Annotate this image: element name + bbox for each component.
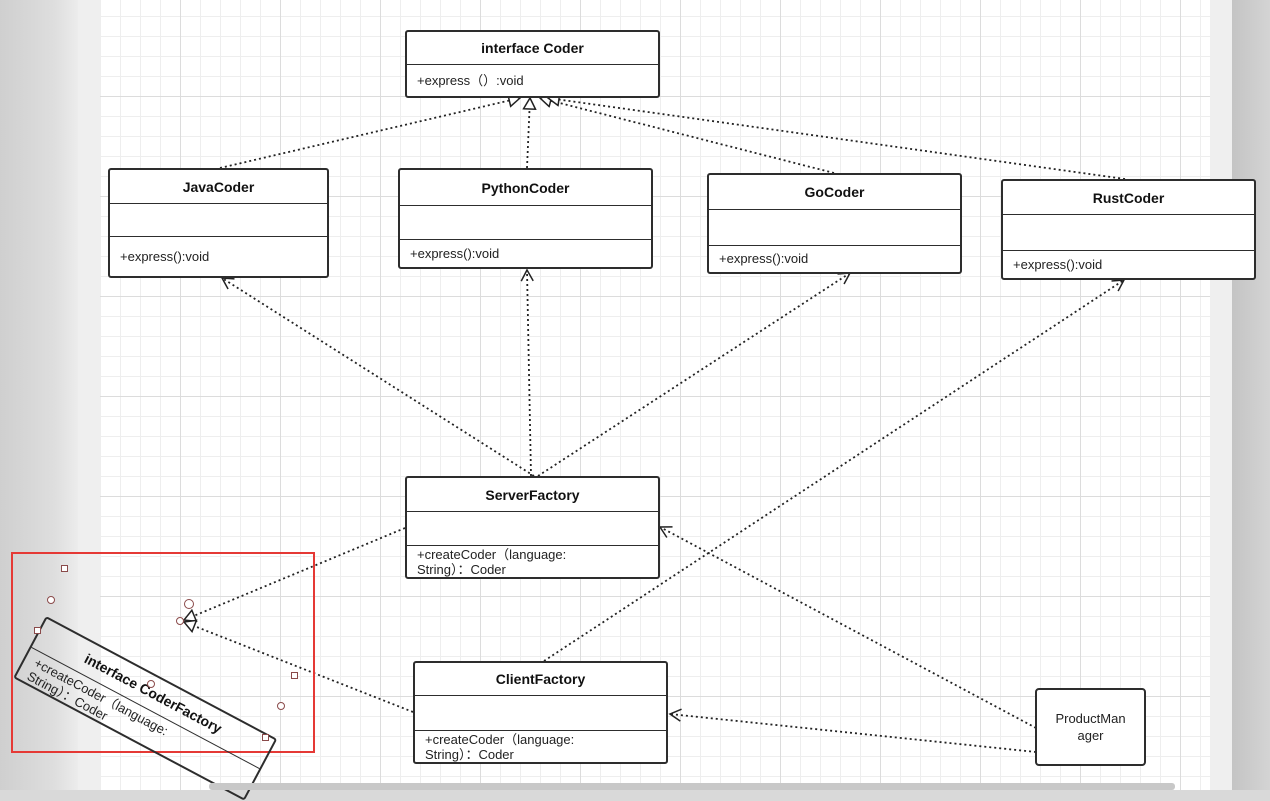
class-javacoder[interactable]: JavaCoder +express():void (108, 168, 329, 278)
class-serverfactory-attributes (407, 512, 658, 546)
class-serverfactory-title: ServerFactory (407, 478, 658, 512)
class-gocoder[interactable]: GoCoder +express():void (707, 173, 962, 274)
class-rustcoder-method: +express():void (1013, 256, 1103, 272)
class-clientfactory[interactable]: ClientFactory +createCoder（language: Str… (413, 661, 668, 764)
class-coder[interactable]: interface Coder +express（）:void (405, 30, 660, 98)
class-clientfactory-method: +createCoder（language: String）：Coder (415, 731, 666, 762)
product-manager-label-line2: ager (1077, 728, 1104, 743)
selection-highlight (11, 552, 315, 753)
connect-point-bottom[interactable] (147, 680, 155, 688)
class-pythoncoder-method: +express():void (410, 245, 500, 261)
class-serverfactory-method-line1: +createCoder（language: (417, 547, 567, 562)
class-pythoncoder-attributes (400, 206, 651, 240)
class-javacoder-title: JavaCoder (110, 170, 327, 204)
class-javacoder-method: +express():void (120, 248, 210, 264)
class-rustcoder-title: RustCoder (1003, 181, 1254, 215)
class-rustcoder-attributes (1003, 215, 1254, 251)
class-serverfactory[interactable]: ServerFactory +createCoder（language: Str… (405, 476, 660, 579)
class-pythoncoder[interactable]: PythonCoder +express():void (398, 168, 653, 269)
resize-handle-left[interactable] (34, 627, 41, 634)
class-coder-method: +express（）:void (417, 72, 524, 88)
resize-handle-bottom-right[interactable] (262, 734, 269, 741)
product-manager-node[interactable]: ProductMan ager (1035, 688, 1146, 766)
class-clientfactory-attributes (415, 696, 666, 731)
class-coder-title: interface Coder (407, 32, 658, 65)
resize-handle-right[interactable] (291, 672, 298, 679)
connect-point-top[interactable] (176, 617, 184, 625)
class-gocoder-attributes (709, 210, 960, 246)
horizontal-scrollbar[interactable] (209, 783, 1175, 790)
class-rustcoder[interactable]: RustCoder +express():void (1001, 179, 1256, 280)
class-serverfactory-method: +createCoder（language: String）：Coder (407, 546, 658, 577)
class-gocoder-title: GoCoder (709, 175, 960, 210)
product-manager-label-line1: ProductMan (1055, 711, 1126, 726)
canvas-left-gutter (0, 0, 78, 790)
class-pythoncoder-title: PythonCoder (400, 170, 651, 206)
canvas-right-gutter (1232, 0, 1270, 790)
class-javacoder-attributes (110, 204, 327, 237)
class-clientfactory-method-line1: +createCoder（language: (425, 732, 575, 747)
class-clientfactory-method-line2: String）：Coder (425, 747, 514, 762)
class-serverfactory-method-line2: String）：Coder (417, 562, 506, 577)
rotate-handle[interactable] (184, 599, 194, 609)
class-gocoder-method: +express():void (719, 251, 809, 266)
class-clientfactory-title: ClientFactory (415, 663, 666, 697)
resize-handle-top-left[interactable] (61, 565, 68, 572)
connect-point-right[interactable] (277, 702, 285, 710)
connect-point-left-upper[interactable] (47, 596, 55, 604)
